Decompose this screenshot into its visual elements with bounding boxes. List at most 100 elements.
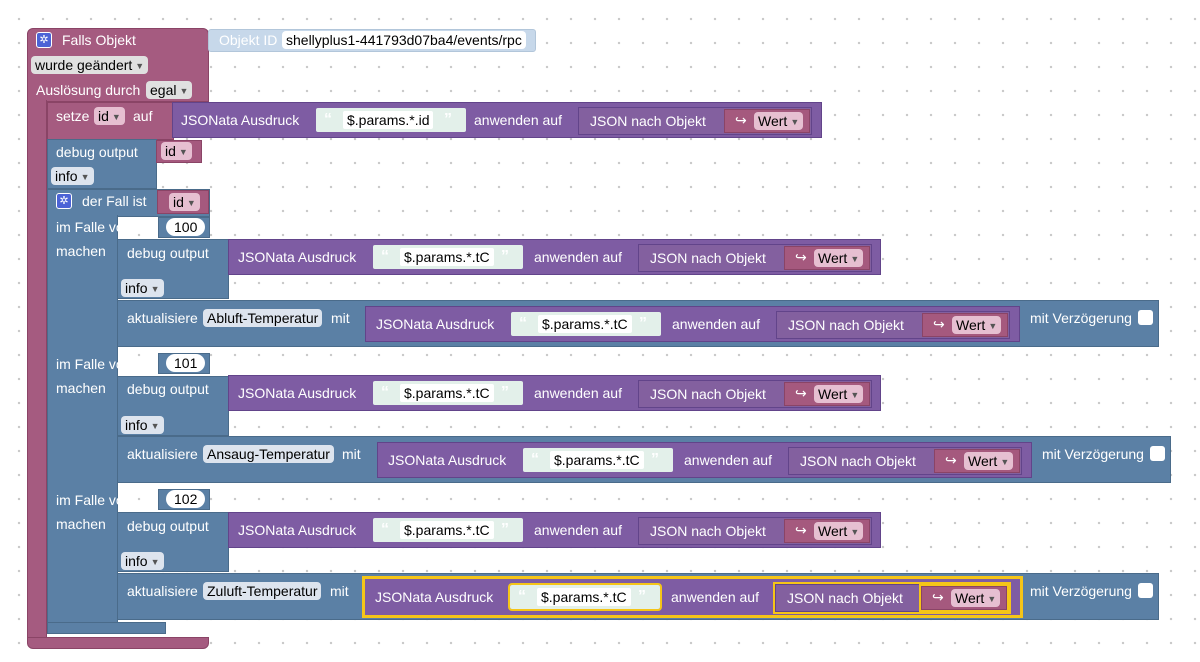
json-to-object-label: JSON nach Objekt [650,386,766,402]
state-dropdown[interactable]: Abluft-Temperatur [203,309,323,327]
chevron-down-icon: ▼ [111,112,121,122]
return-arrow-icon: ↪ [795,522,807,538]
debug-label: debug output [127,381,209,397]
delay-label: mit Verzögerung [1042,446,1144,462]
value-dropdown[interactable]: Wert▼ [814,385,864,403]
quote-close-icon: ” [501,248,509,265]
set-variable-name: id [98,108,109,124]
debug-level: info [55,168,78,184]
debug-level-dropdown[interactable]: info▼ [121,552,164,570]
quote-open-icon: “ [324,111,332,128]
expression-input[interactable]: $.params.*.id [343,111,434,129]
json-to-object-label: JSON nach Objekt [800,453,916,469]
debug-label: debug output [56,144,138,160]
string-block[interactable]: “$.params.*.tC” [373,381,523,405]
json-to-object-label: JSON nach Objekt [788,317,904,333]
switch-variable-name: id [173,194,184,210]
quote-close-icon: ” [639,315,647,332]
apply-on-label: anwenden auf [474,112,562,128]
switch-block-bottom [47,622,166,634]
update-label: aktualisiere [127,446,198,462]
expression-input[interactable]: $.params.*.tC [400,248,494,266]
quote-close-icon: ” [501,384,509,401]
return-arrow-icon: ↪ [795,385,807,401]
debug-level-dropdown[interactable]: info▼ [121,416,164,434]
chevron-down-icon: ▼ [850,527,860,537]
chevron-down-icon: ▼ [1000,457,1010,467]
string-block[interactable]: “ $.params.*.tC ” [373,245,523,269]
chevron-down-icon: ▼ [988,321,998,331]
delay-checkbox[interactable] [1150,446,1165,461]
debug-level-dropdown[interactable]: info▼ [51,167,94,185]
set-variable-dropdown[interactable]: id▼ [94,107,125,125]
chevron-down-icon: ▼ [150,421,160,431]
value-dropdown[interactable]: Wert▼ [964,452,1014,470]
object-id-field[interactable]: shellyplus1-441793d07ba4/events/rpc [282,31,526,49]
delay-label: mit Verzögerung [1030,583,1132,599]
json-to-object-label: JSON nach Objekt [650,250,766,266]
string-block[interactable]: “$.params.*.tC” [508,583,662,611]
string-block[interactable]: “$.params.*.id” [316,108,466,132]
value-dropdown[interactable]: Wert▼ [814,522,864,540]
expression-input[interactable]: $.params.*.tC [400,384,494,402]
value-dropdown[interactable]: Wert▼ [814,249,864,267]
changed-dropdown-label: wurde geändert [35,57,133,73]
value-dropdown-label: Wert [818,523,848,539]
update-with-label: mit [330,583,349,599]
value-dropdown-label: Wert [818,250,848,266]
return-arrow-icon: ↪ [933,316,945,332]
value-dropdown[interactable]: Wert▼ [754,112,804,130]
quote-open-icon: “ [381,248,389,265]
update-with-label: mit [331,310,350,326]
delay-checkbox[interactable] [1138,583,1153,598]
state-dropdown[interactable]: Ansaug-Temperatur [203,445,334,463]
string-block[interactable]: “$.params.*.tC” [373,518,523,542]
jsonata-label: JSONata Ausdruck [388,452,507,468]
delay-checkbox[interactable] [1138,310,1153,325]
triggered-by-dropdown[interactable]: egal▼ [146,81,193,99]
chevron-down-icon: ▼ [150,557,160,567]
jsonata-label: JSONata Ausdruck [376,316,495,332]
string-block[interactable]: “$.params.*.tC” [523,448,673,472]
quote-open-icon: “ [381,521,389,538]
triggered-by-label: Auslösung durch [36,82,141,98]
expression-input[interactable]: $.params.*.tC [550,451,644,469]
update-with-label: mit [342,446,361,462]
expression-input[interactable]: $.params.*.tC [400,521,494,539]
debug-variable-name: id [165,143,176,159]
json-to-object-label: JSON nach Objekt [650,523,766,539]
expression-input[interactable]: $.params.*.tC [538,315,632,333]
switch-label: der Fall ist [82,193,147,209]
jsonata-label: JSONata Ausdruck [238,249,357,265]
value-dropdown[interactable]: Wert▼ [952,316,1002,334]
quote-open-icon: “ [531,451,539,468]
debug-level-dropdown[interactable]: info▼ [121,279,164,297]
chevron-down-icon: ▼ [178,147,188,157]
chevron-down-icon: ▼ [135,61,145,71]
jsonata-label: JSONata Ausdruck [375,589,494,605]
case-value[interactable]: 100 [166,218,206,236]
expression-input[interactable]: $.params.*.tC [537,588,631,606]
object-id-label: Objekt ID [219,32,278,48]
set-on-label: auf [133,108,153,124]
switch-variable-dropdown[interactable]: id▼ [169,193,200,211]
debug-level: info [125,553,148,569]
case-value[interactable]: 102 [166,490,206,508]
debug-label: debug output [127,518,209,534]
debug-label: debug output [127,245,209,261]
state-dropdown[interactable]: Zuluft-Temperatur [203,582,322,600]
gear-icon[interactable]: ✲ [36,32,52,48]
chevron-down-icon: ▼ [850,254,860,264]
case-label: im Falle von [56,219,132,235]
gear-icon[interactable]: ✲ [56,193,72,209]
trigger-block-spine [27,100,47,640]
changed-dropdown[interactable]: wurde geändert▼ [31,56,149,74]
string-block[interactable]: “$.params.*.tC” [511,312,661,336]
chevron-down-icon: ▼ [987,594,997,604]
apply-on-label: anwenden auf [534,249,622,265]
do-label: machen [56,516,106,532]
value-dropdown[interactable]: Wert▼ [951,589,1001,607]
debug-variable-dropdown[interactable]: id▼ [161,142,192,160]
case-value[interactable]: 101 [166,354,206,372]
case-label: im Falle von [56,356,132,372]
